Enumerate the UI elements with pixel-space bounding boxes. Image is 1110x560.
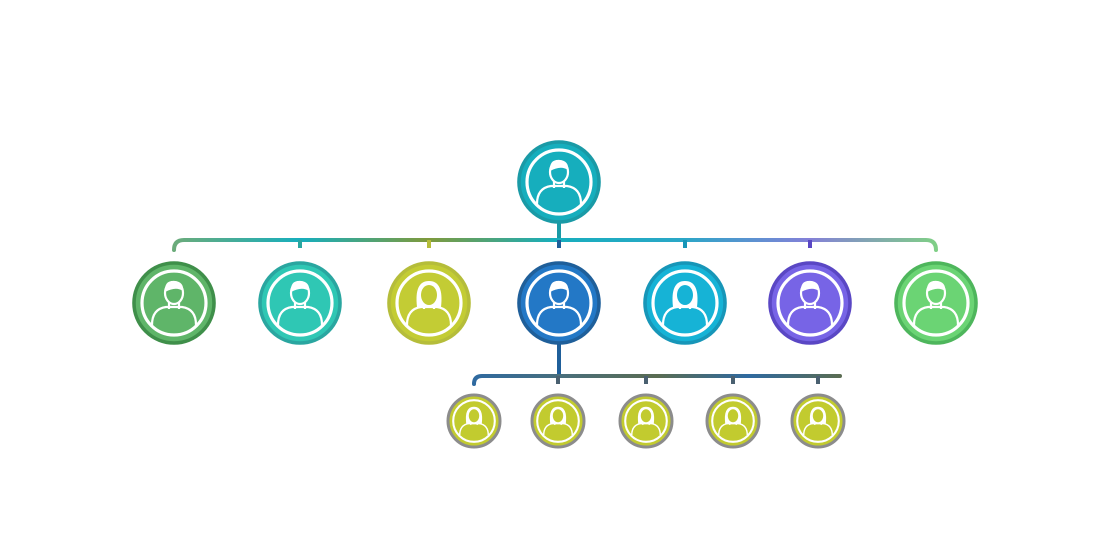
female-avatar-icon xyxy=(542,406,574,436)
org-node-level2[interactable] xyxy=(705,393,761,449)
avatar-shoulders xyxy=(405,305,453,326)
org-node-level2[interactable] xyxy=(790,393,846,449)
org-node-level1[interactable] xyxy=(768,261,852,345)
avatar-face xyxy=(812,409,824,423)
node-inner-ring xyxy=(902,269,970,337)
avatar-face xyxy=(468,409,480,423)
avatar-shoulders xyxy=(276,305,324,326)
avatar-hair xyxy=(290,280,310,292)
avatar-face xyxy=(677,285,693,305)
avatar-face xyxy=(727,409,739,423)
avatar-shoulders xyxy=(535,305,583,326)
avatar-face xyxy=(640,409,652,423)
node-inner-ring xyxy=(776,269,844,337)
org-node-level2[interactable] xyxy=(530,393,586,449)
avatar-shoulders xyxy=(630,422,662,436)
level2-bus-connector xyxy=(472,374,842,386)
male-avatar-icon xyxy=(786,280,834,326)
node-inner-ring xyxy=(536,399,580,443)
avatar-hair xyxy=(800,280,820,292)
male-avatar-icon xyxy=(912,280,960,326)
node-inner-ring xyxy=(266,269,334,337)
female-avatar-icon xyxy=(630,406,662,436)
node-inner-ring xyxy=(452,399,496,443)
female-avatar-icon xyxy=(802,406,834,436)
node-inner-ring xyxy=(651,269,719,337)
org-node-level1[interactable] xyxy=(517,261,601,345)
avatar-shoulders xyxy=(535,184,583,205)
avatar-shoulders xyxy=(717,422,749,436)
node-inner-ring xyxy=(711,399,755,443)
org-node-level1[interactable] xyxy=(387,261,471,345)
avatar-shoulders xyxy=(458,422,490,436)
node-inner-ring xyxy=(624,399,668,443)
avatar-hair xyxy=(549,280,569,292)
node-inner-ring xyxy=(796,399,840,443)
nodes xyxy=(132,140,978,449)
avatar-face xyxy=(421,285,437,305)
avatar-hair xyxy=(164,280,184,292)
avatar-shoulders xyxy=(786,305,834,326)
org-node-level2[interactable] xyxy=(446,393,502,449)
avatar-hair xyxy=(549,159,569,171)
node-inner-ring xyxy=(525,148,593,216)
male-avatar-icon xyxy=(150,280,198,326)
org-node-level1[interactable] xyxy=(894,261,978,345)
node-inner-ring xyxy=(395,269,463,337)
female-avatar-icon xyxy=(717,406,749,436)
female-avatar-icon xyxy=(458,406,490,436)
node-inner-ring xyxy=(525,269,593,337)
org-node-level1[interactable] xyxy=(258,261,342,345)
org-node-root[interactable] xyxy=(517,140,601,224)
male-avatar-icon xyxy=(535,280,583,326)
connectors xyxy=(172,220,938,386)
female-avatar-icon xyxy=(405,281,453,326)
avatar-face xyxy=(552,409,564,423)
avatar-shoulders xyxy=(542,422,574,436)
avatar-shoulders xyxy=(912,305,960,326)
female-avatar-icon xyxy=(661,281,709,326)
avatar-shoulders xyxy=(802,422,834,436)
avatar-hair xyxy=(926,280,946,292)
male-avatar-icon xyxy=(276,280,324,326)
node-inner-ring xyxy=(140,269,208,337)
male-avatar-icon xyxy=(535,159,583,205)
org-node-level1[interactable] xyxy=(643,261,727,345)
avatar-shoulders xyxy=(150,305,198,326)
level1-bus-connector xyxy=(172,238,938,252)
avatar-shoulders xyxy=(661,305,709,326)
org-node-level2[interactable] xyxy=(618,393,674,449)
org-node-level1[interactable] xyxy=(132,261,216,345)
